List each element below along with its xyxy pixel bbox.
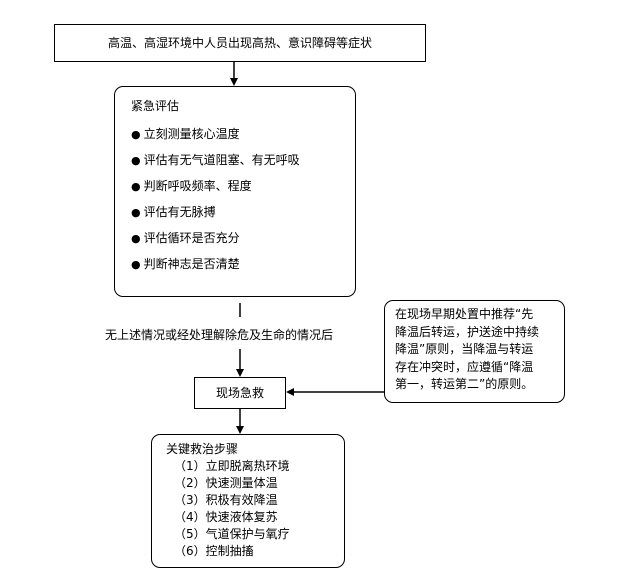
key-treatment-steps-box: 关键救治步骤 （1）立即脱离热环境 （2）快速测量体温 （3）积极有效降温 （4… xyxy=(151,434,345,568)
bullet-icon: ● xyxy=(131,127,141,141)
bullet-icon: ● xyxy=(131,257,141,271)
step-item: （4）快速液体复苏 xyxy=(174,510,278,524)
note-line: 降温”原则，当降温与转运 xyxy=(395,342,534,356)
assessment-item: ● 判断神志是否清楚 xyxy=(131,251,355,277)
bullet-icon: ● xyxy=(131,153,141,167)
note-line: 降温后转运，护送途中持续 xyxy=(395,324,540,339)
cooling-principle-note-box: 在现场早期处置中推荐“先 降温后转运，护送途中持续 降温”原则，当降温与转运 存… xyxy=(384,300,565,403)
assessment-title: 紧急评估 xyxy=(131,99,180,113)
emergency-assessment-box: 紧急评估 ● 立刻测量核心温度 ● 评估有无气道阻塞、有无呼吸 ● 判断呼吸频率… xyxy=(114,86,356,297)
assessment-item-text: 判断呼吸频率、程度 xyxy=(143,179,252,193)
assessment-item: ● 立刻测量核心温度 xyxy=(131,121,355,147)
step-item: （5）气道保护与氧疗 xyxy=(174,527,290,541)
top-symptom-box: 高温、高湿环境中人员出现高热、意识障碍等症状 xyxy=(54,24,426,62)
steps-title: 关键救治步骤 xyxy=(166,442,239,456)
bullet-icon: ● xyxy=(131,179,141,193)
assessment-item-text: 评估有无气道阻塞、有无呼吸 xyxy=(143,153,300,167)
assessment-item: ● 评估循环是否充分 xyxy=(131,225,355,251)
assessment-item-text: 判断神志是否清楚 xyxy=(143,257,240,271)
note-line: 第一，转运第二”的原则。 xyxy=(395,377,534,391)
note-line: 在现场早期处置中推荐“先 xyxy=(395,307,534,321)
step-item: （6）控制抽搐 xyxy=(174,544,254,558)
note-line: 存在冲突时，应遵循“降温 xyxy=(395,359,534,374)
step-item: （2）快速测量体温 xyxy=(174,476,278,490)
assessment-item: ● 评估有无气道阻塞、有无呼吸 xyxy=(131,147,355,173)
on-site-first-aid-text: 现场急救 xyxy=(215,386,264,400)
step-item: （1）立即脱离热环境 xyxy=(174,459,290,473)
assessment-item: ● 评估有无脉搏 xyxy=(131,199,355,225)
top-symptom-text: 高温、高湿环境中人员出现高热、意识障碍等症状 xyxy=(107,36,372,50)
bullet-icon: ● xyxy=(131,205,141,219)
assessment-item-text: 评估有无脉搏 xyxy=(143,205,216,219)
bullet-icon: ● xyxy=(131,231,141,245)
on-site-first-aid-box: 现场急救 xyxy=(194,377,286,409)
condition-label: 无上述情况或经处理解除危及生命的情况后 xyxy=(105,328,334,342)
assessment-item-text: 立刻测量核心温度 xyxy=(143,127,240,141)
step-item: （3）积极有效降温 xyxy=(174,493,278,507)
assessment-item: ● 判断呼吸频率、程度 xyxy=(131,173,355,199)
assessment-item-text: 评估循环是否充分 xyxy=(143,231,240,245)
